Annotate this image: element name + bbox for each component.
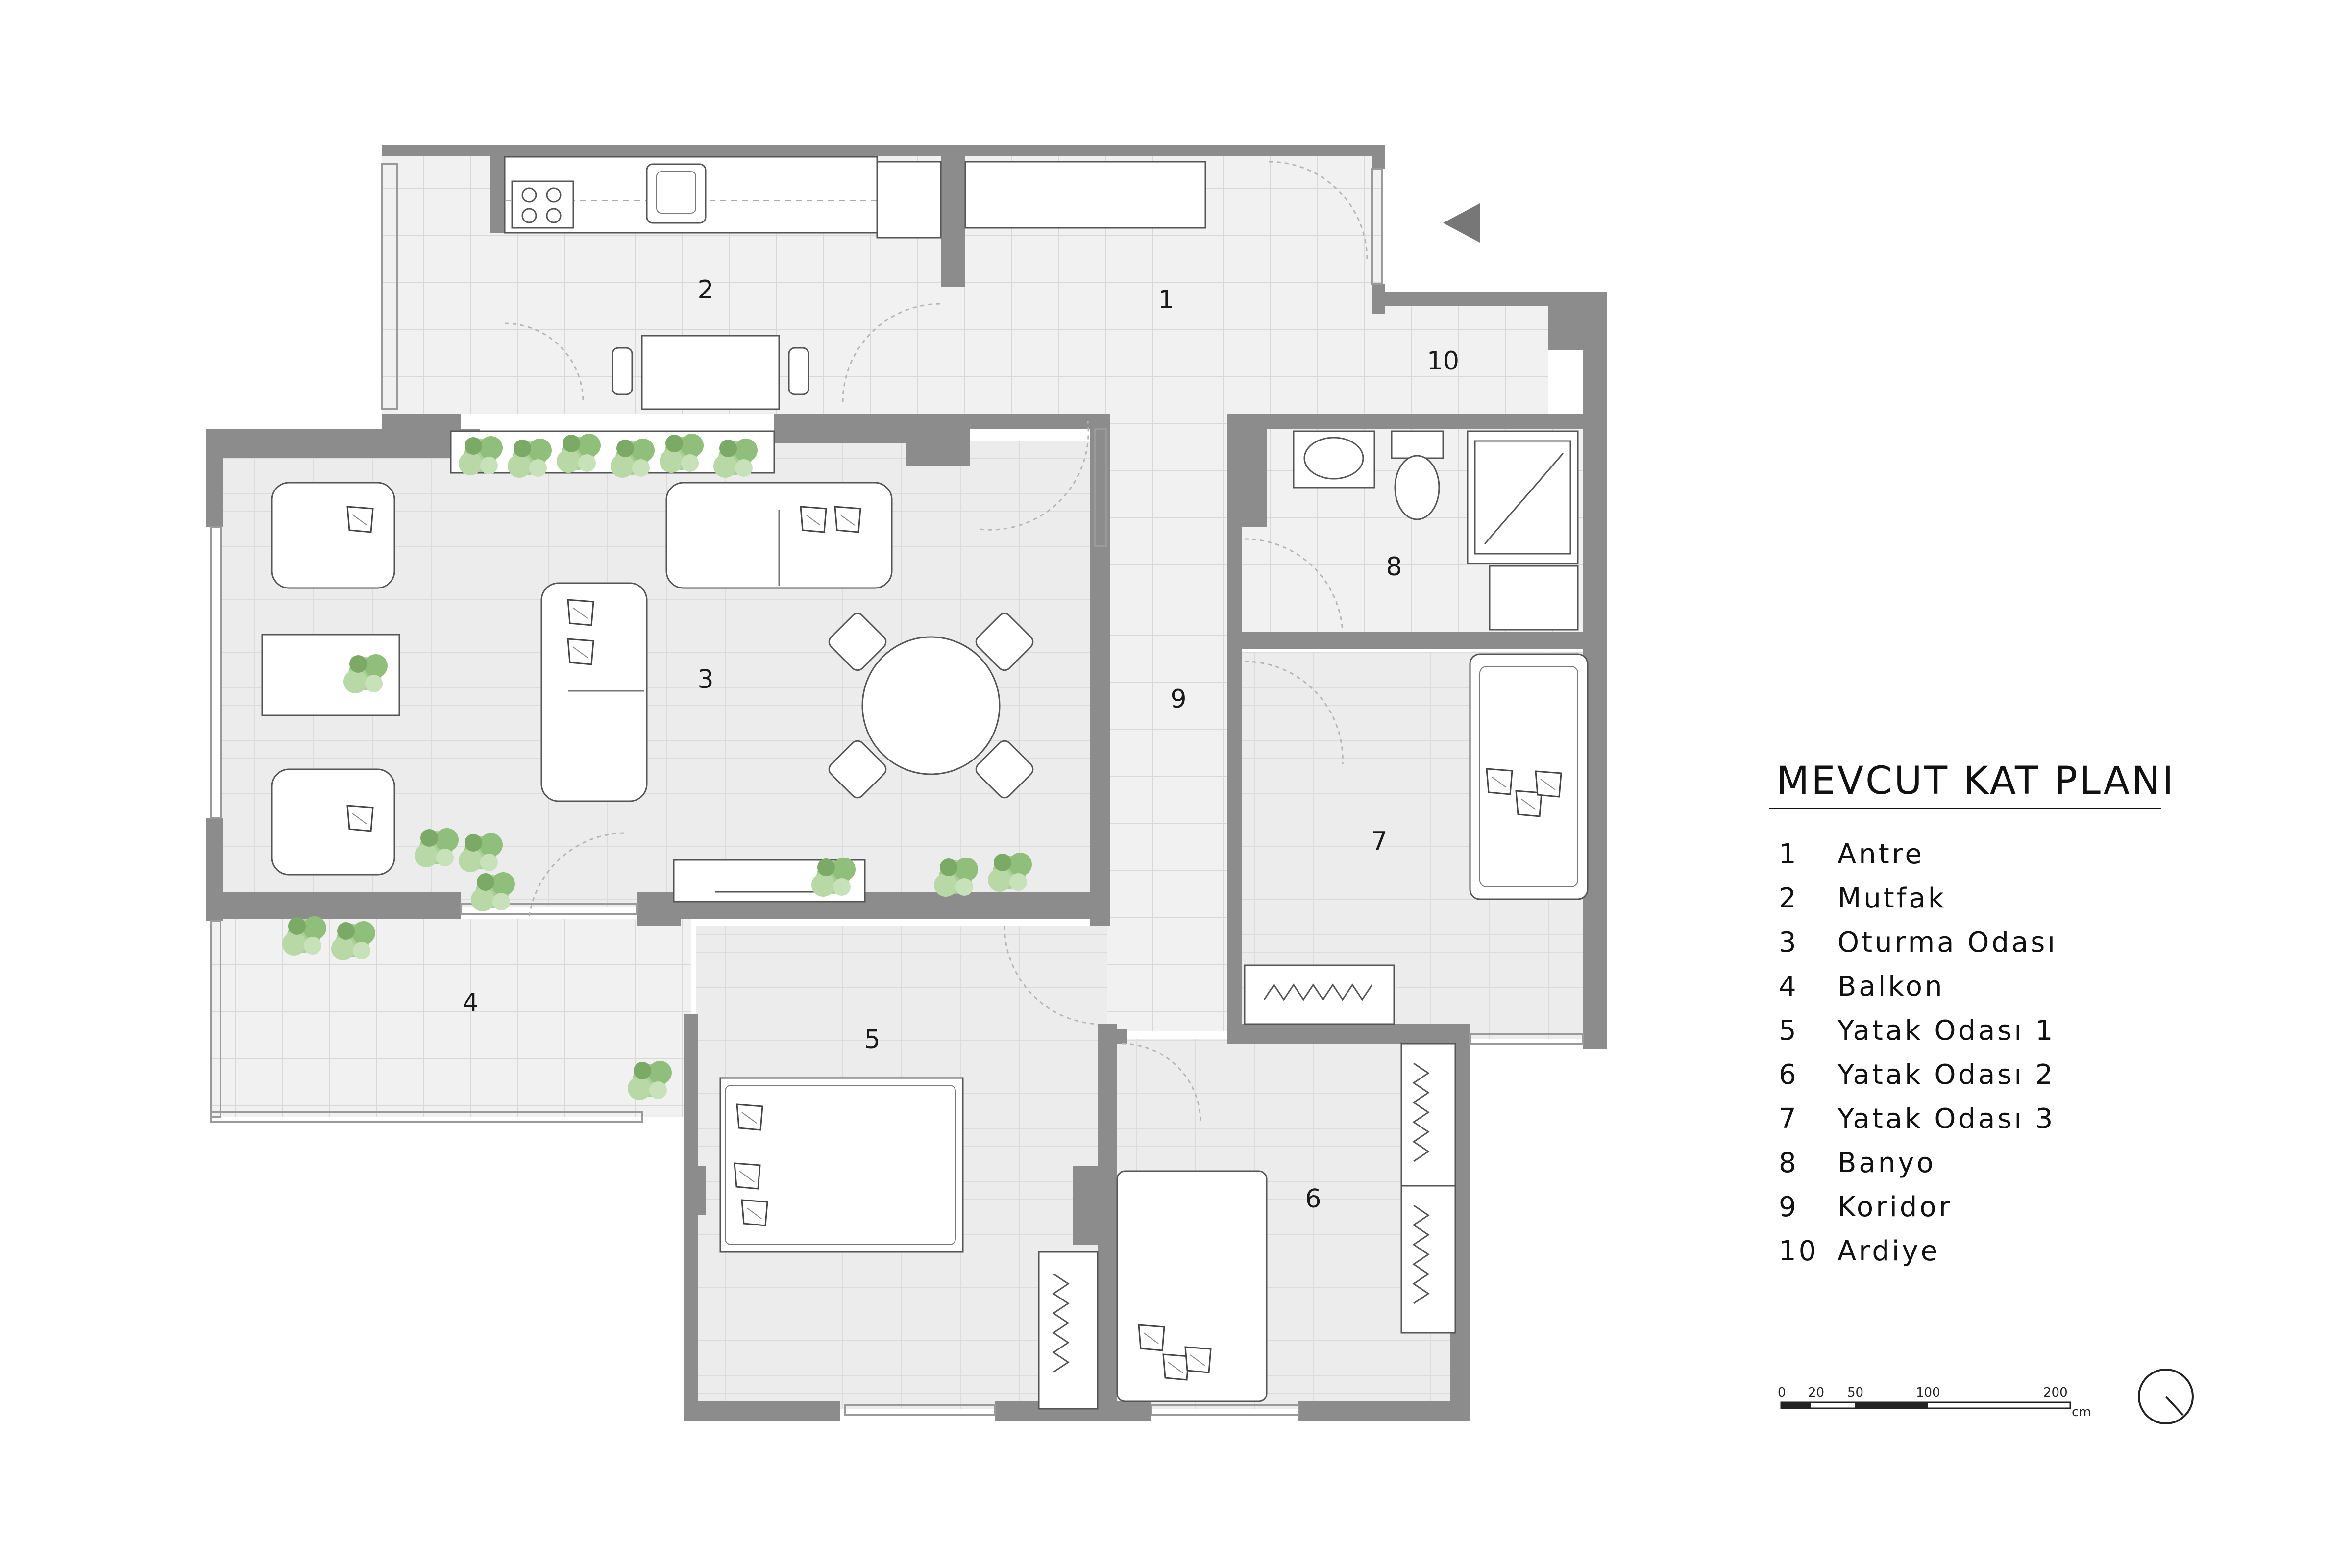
living-furniture [261, 430, 1034, 911]
legend-num: 10 [1779, 1235, 1818, 1267]
room-number-6: 6 [1305, 1184, 1321, 1214]
room-number-1: 1 [1158, 285, 1174, 315]
legend-name: Yatak Odası 3 [1837, 1103, 2055, 1135]
legend-name: Oturma Odası [1838, 927, 2058, 958]
legend-num: 6 [1779, 1059, 1799, 1091]
room-number-7: 7 [1371, 827, 1387, 856]
sink-icon [646, 163, 707, 224]
dining-table-small [641, 335, 780, 410]
door-swings [504, 161, 1368, 1123]
legend-num: 1 [1779, 838, 1799, 870]
legend-name: Koridor [1838, 1191, 1953, 1223]
room-labels: 1 2 3 4 5 6 7 8 9 10 [462, 275, 1459, 1214]
legend-num: 4 [1779, 971, 1799, 1003]
room-number-5: 5 [864, 1025, 880, 1054]
balcony-floor [211, 919, 691, 1117]
entrance-cabinet [964, 161, 1206, 229]
room-number-9: 9 [1170, 685, 1186, 714]
bathroom-fixtures [1293, 430, 1579, 631]
legend-name: Ardiye [1838, 1235, 1940, 1267]
legend-num: 2 [1779, 882, 1799, 914]
legend-num: 7 [1779, 1103, 1799, 1135]
room-number-10: 10 [1427, 346, 1459, 376]
legend-name: Banyo [1838, 1147, 1936, 1179]
north-arrow-icon [2138, 1369, 2194, 1424]
room-number-4: 4 [462, 988, 478, 1018]
bedroom1-furniture [719, 1077, 1099, 1410]
scale-tick: 0 [1778, 1385, 1786, 1400]
scale-unit: cm [2072, 1405, 2091, 1420]
room-number-2: 2 [697, 275, 713, 305]
toilet-icon [1391, 430, 1444, 459]
legend-name: Mutfak [1838, 882, 1946, 914]
bedroom3-furniture [1244, 653, 1589, 1025]
legend-num: 5 [1779, 1015, 1799, 1047]
legend-num: 9 [1779, 1191, 1799, 1223]
legend-num: 8 [1779, 1147, 1799, 1179]
room-number-3: 3 [697, 665, 713, 694]
kitchen-fixtures [504, 156, 942, 410]
stove-icon [511, 180, 574, 229]
entrance-arrow-icon [1443, 203, 1480, 243]
bedroom2-furniture [1116, 1043, 1456, 1402]
scale-tick: 50 [1847, 1385, 1863, 1400]
legend-name: Balkon [1838, 971, 1944, 1003]
windows [210, 163, 1584, 1416]
scale-bar: 0 20 50 100 200 cm [1778, 1385, 2091, 1420]
storage-floor [1382, 304, 1548, 414]
scale-tick: 20 [1808, 1385, 1824, 1400]
scale-tick: 200 [2043, 1385, 2068, 1400]
legend-name: Antre [1838, 838, 1924, 870]
legend-name: Yatak Odası 2 [1837, 1059, 2055, 1091]
plan-title: MEVCUT KAT PLANI [1776, 759, 2175, 803]
legend-name: Yatak Odası 1 [1837, 1015, 2055, 1047]
corridor-floor [1107, 414, 1235, 1031]
scale-tick: 100 [1916, 1385, 1940, 1400]
room-number-8: 8 [1386, 552, 1402, 582]
legend: MEVCUT KAT PLANI 1 Antre 2 Mutfak 3 Otur… [1769, 759, 2175, 1267]
legend-num: 3 [1779, 927, 1799, 958]
